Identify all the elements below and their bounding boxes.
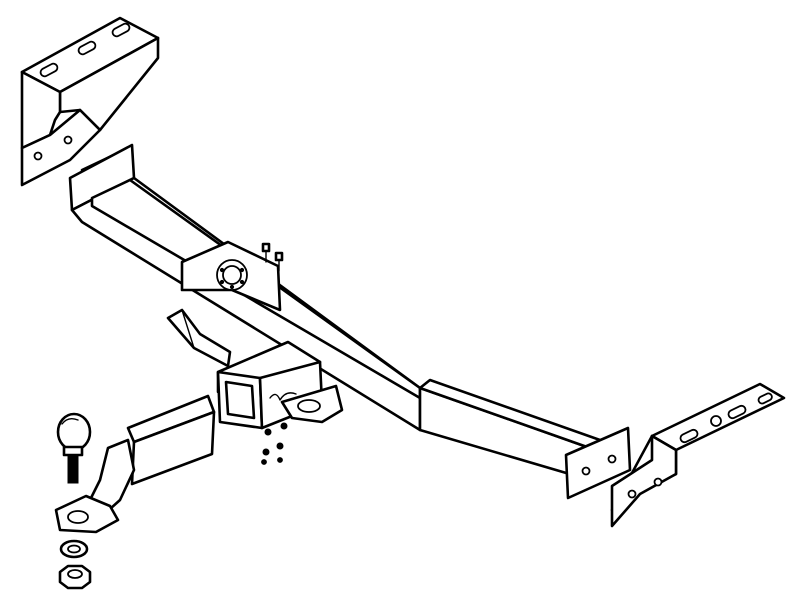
nut-icon	[261, 459, 267, 465]
nut-icon	[277, 457, 283, 463]
bolt-icon	[261, 242, 271, 253]
small-nuts	[261, 422, 288, 465]
bolts	[261, 242, 284, 272]
tow-ball	[56, 412, 92, 484]
nut-icon	[264, 428, 272, 436]
center-mounting-plate	[180, 240, 282, 312]
ball-mount	[54, 394, 216, 534]
receiver	[216, 340, 344, 430]
nut-icon	[276, 442, 284, 450]
bolt-icon	[274, 251, 284, 262]
hex-nut	[58, 564, 92, 590]
nut-icon	[280, 422, 288, 430]
left-mounting-bracket	[20, 16, 160, 187]
safety-chain-loop	[166, 308, 232, 368]
right-mounting-bracket	[610, 382, 786, 528]
nut-icon	[262, 448, 270, 456]
lock-washer	[59, 539, 89, 559]
